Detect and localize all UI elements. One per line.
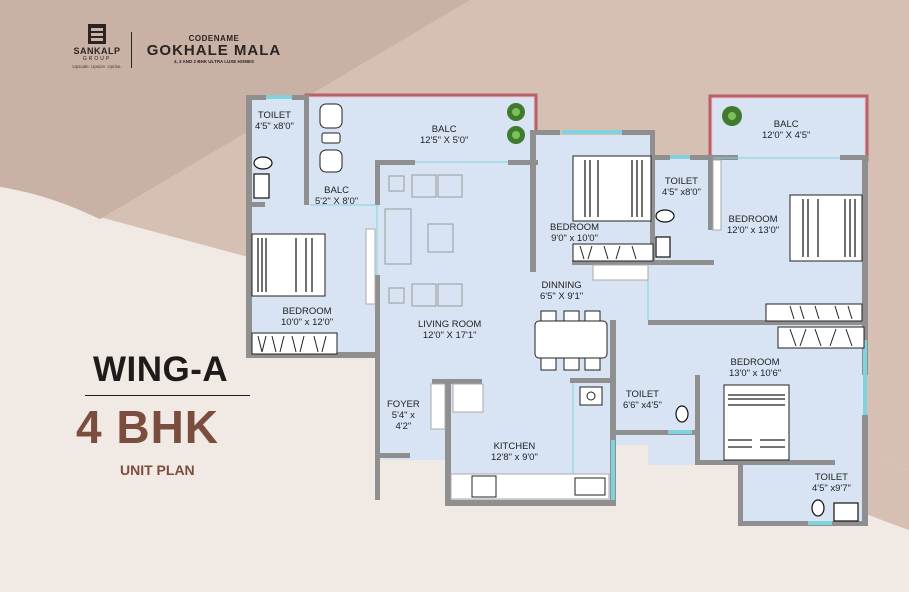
room-name: TOILET bbox=[664, 176, 698, 187]
room-size: 12'0" x 13'0" bbox=[727, 225, 780, 236]
room-size: 4'5" x8'0" bbox=[255, 121, 294, 132]
room-toilet-4: TOILET 4'5" x9'7" bbox=[812, 472, 851, 494]
room-size: 13'0" x 10'6" bbox=[729, 368, 782, 379]
brand-tagline: Upscale. Upsize. Uprise. bbox=[72, 64, 122, 69]
room-name: BEDROOM bbox=[550, 222, 600, 233]
room-living-room: LIVING ROOM 12'0" X 17'1" bbox=[418, 319, 481, 341]
room-size: 4'5" x8'0" bbox=[662, 187, 701, 198]
project-logo: CODENAME GOKHALE MALA 4, 3 AND 2 BHK ULT… bbox=[146, 34, 282, 64]
room-size: 6'5" X 9'1" bbox=[540, 291, 584, 302]
room-name: BEDROOM bbox=[730, 357, 780, 368]
sankalp-logo: SANKALP GROUP Upscale. Upsize. Uprise. bbox=[52, 24, 142, 69]
room-foyer: FOYER 5'4" x 4'2" bbox=[387, 399, 420, 432]
room-size: 10'0" x 12'0" bbox=[281, 317, 334, 328]
room-name: KITCHEN bbox=[493, 441, 536, 452]
room-name: BEDROOM bbox=[728, 214, 778, 225]
room-size: 9'0" x 10'0" bbox=[551, 233, 598, 244]
room-size: 4'5" x9'7" bbox=[812, 483, 851, 494]
heading-divider bbox=[85, 395, 250, 396]
sankalp-logo-icon bbox=[88, 24, 106, 44]
room-bedroom-1: BEDROOM 9'0" x 10'0" bbox=[550, 222, 599, 244]
room-name: BALC bbox=[773, 119, 799, 130]
logo-divider bbox=[131, 32, 132, 68]
room-size: 12'0" X 17'1" bbox=[422, 330, 477, 341]
room-size: 12'8" x 9'0" bbox=[491, 452, 538, 463]
project-prefix: CODENAME bbox=[188, 34, 240, 43]
project-subtitle: 4, 3 AND 2 BHK ULTRA LUXE HOMES bbox=[173, 59, 255, 64]
room-bedroom-2: BEDROOM 12'0" x 13'0" bbox=[727, 214, 779, 236]
project-name: GOKHALE MALA bbox=[146, 42, 282, 59]
room-name: BALC bbox=[431, 124, 457, 135]
room-size: 12'5" X 5'0" bbox=[420, 135, 469, 146]
room-balc-1: BALC 12'5" X 5'0" bbox=[420, 124, 468, 146]
room-size: 12'0" X 4'5" bbox=[762, 130, 811, 141]
room-dinning: DINNING 6'5" X 9'1" bbox=[540, 280, 583, 302]
room-name: BEDROOM bbox=[282, 306, 332, 317]
room-toilet-1: TOILET 4'5" x8'0" bbox=[255, 110, 294, 132]
room-size: 5'4" x bbox=[391, 410, 415, 421]
unit-plan-label: UNIT PLAN bbox=[120, 462, 195, 478]
room-bedroom-4: BEDROOM 13'0" x 10'6" bbox=[729, 357, 781, 379]
room-size-line2: 4'2" bbox=[395, 421, 412, 432]
room-toilet-3: TOILET 6'6" x4'5" bbox=[623, 389, 662, 411]
unit-type: 4 BHK bbox=[76, 401, 220, 453]
room-name: LIVING ROOM bbox=[418, 319, 482, 330]
room-toilet-2: TOILET 4'5" x8'0" bbox=[662, 176, 701, 198]
room-balc-3: BALC 12'0" X 4'5" bbox=[762, 119, 810, 141]
room-kitchen: KITCHEN 12'8" x 9'0" bbox=[491, 441, 538, 463]
room-name: DINNING bbox=[541, 280, 582, 291]
room-name: BALC bbox=[324, 185, 349, 196]
room-name: TOILET bbox=[625, 389, 659, 400]
brand-group: GROUP bbox=[82, 56, 112, 62]
wing-title: WING-A bbox=[93, 350, 229, 389]
room-name: TOILET bbox=[257, 110, 291, 121]
room-name: FOYER bbox=[387, 399, 420, 410]
room-size: 5'2" X 8'0" bbox=[315, 196, 359, 207]
room-balc-2: BALC 5'2" X 8'0" bbox=[315, 185, 358, 207]
room-size: 6'6" x4'5" bbox=[623, 400, 662, 411]
brand-name: SANKALP bbox=[73, 46, 121, 56]
room-bedroom-3: BEDROOM 10'0" x 12'0" bbox=[281, 306, 333, 328]
room-name: TOILET bbox=[814, 472, 848, 483]
